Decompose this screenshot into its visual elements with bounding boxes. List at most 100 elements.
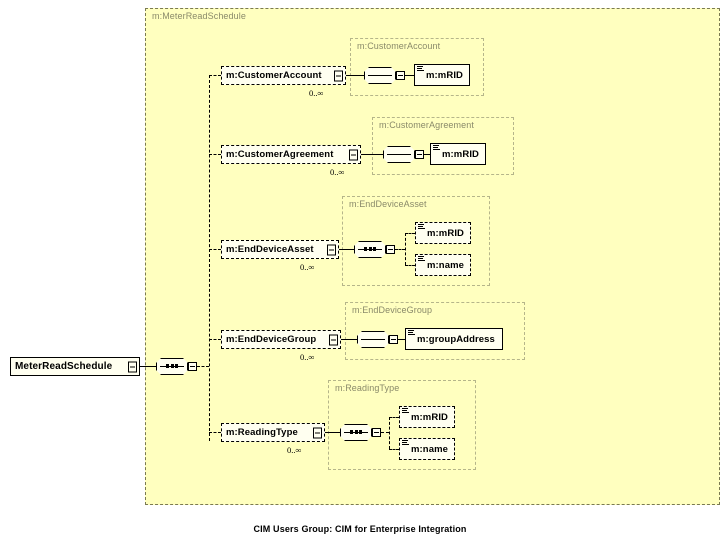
connector-branch-enddeviceasset [209,249,221,250]
element-customeraccount[interactable]: m:CustomerAccount [221,66,348,87]
schema-group-customeraccount [350,38,484,96]
sequence-stub-enddevicegroup[interactable] [389,335,398,344]
expand-toggle-icon[interactable] [313,427,322,438]
schema-group-customeragreement [372,117,514,175]
sequence-dot-icon [368,247,372,251]
simple-type-icon [402,440,409,446]
schema-group-enddeviceasset [342,196,490,286]
sequence-compositor-customeragreement [383,146,418,166]
simple-type-icon [402,408,409,414]
cardinality-enddeviceasset: 0..∞ [300,262,315,272]
cardinality-customeraccount: 0..∞ [309,88,324,98]
element-label: m:EndDeviceAsset [226,244,314,255]
sequence-compositor-enddevicegroup [357,331,392,351]
sequence-dot-icon [175,364,178,368]
simple-type-icon [433,145,440,151]
cardinality-readingtype: 0..∞ [287,445,302,455]
connector-branch-customeragreement [209,154,221,155]
attribute-customeraccount-mrid[interactable]: m:mRID [414,64,472,88]
schema-group-label-enddevicegroup: m:EndDeviceGroup [352,305,433,315]
attribute-label: m:name [427,259,465,271]
connector-enddeviceasset-fan-h [395,249,405,250]
sequence-compositor-readingtype [340,424,375,444]
element-enddeviceasset[interactable]: m:EndDeviceAsset [221,240,341,261]
sequence-bar-icon [361,339,385,340]
connector-customeragreement-to-seq [361,154,383,155]
element-enddevicegroup[interactable]: m:EndDeviceGroup [221,330,343,351]
element-readingtype[interactable]: m:ReadingType [221,423,327,444]
schema-group-label-readingtype: m:ReadingType [335,383,400,393]
connector-enddeviceasset-child-2 [405,265,415,266]
sequence-compositor-enddeviceasset [354,241,389,261]
sequence-stub-root[interactable] [188,362,197,371]
connector-enddeviceasset-fan-v [405,233,406,265]
connector-enddevicegroup-to-seq [341,339,357,340]
attribute-label: m:mRID [427,227,465,239]
root-element-label: MeterReadSchedule [15,361,113,372]
connector-customeraccount-child [405,75,414,76]
connector-readingtype-child-2 [389,449,399,450]
connector-readingtype-to-seq [325,432,340,433]
sequence-stub-customeraccount[interactable] [396,71,405,80]
sequence-dot-icon [364,247,367,251]
sequence-compositor-root [156,358,191,378]
sequence-dot-icon [350,430,353,434]
attribute-label: m:mRID [426,69,464,81]
connector-branch-readingtype [209,432,221,433]
sequence-stub-readingtype[interactable] [372,428,381,437]
attribute-enddeviceasset-mrid[interactable]: m:mRID [415,222,473,246]
schema-group-label-customeraccount: m:CustomerAccount [357,41,441,51]
sequence-dot-icon [354,430,358,434]
sequence-stub-enddeviceasset[interactable] [386,245,395,254]
connector-readingtype-fan-v [389,417,390,449]
footer-caption: CIM Users Group: CIM for Enterprise Inte… [253,524,467,534]
schema-group-label-customeragreement: m:CustomerAgreement [379,120,474,130]
expand-toggle-icon[interactable] [349,149,358,160]
attribute-label: m:groupAddress [417,333,495,345]
connector-branch-enddevicegroup [209,339,221,340]
connector-root-to-sequence [140,366,156,367]
connector-branch-customeraccount [209,75,221,76]
connector-customeraccount-to-seq [346,75,364,76]
element-label: m:CustomerAgreement [226,149,334,160]
attribute-enddevicegroup-groupaddress[interactable]: m:groupAddress [405,328,505,352]
element-customeragreement[interactable]: m:CustomerAgreement [221,145,363,166]
schema-group-label-meterreadschedule: m:MeterReadSchedule [152,11,246,21]
attribute-readingtype-mrid[interactable]: m:mRID [399,406,457,430]
sequence-dot-icon [373,247,376,251]
cardinality-customeragreement: 0..∞ [330,167,345,177]
root-element-meterreadschedule[interactable]: MeterReadSchedule [10,357,142,378]
connector-enddeviceasset-to-seq [339,249,354,250]
simple-type-icon [408,330,415,336]
attribute-readingtype-name[interactable]: m:name [399,438,457,462]
simple-type-icon [417,66,424,72]
schema-group-label-enddeviceasset: m:EndDeviceAsset [349,199,427,209]
sequence-dot-icon [359,430,362,434]
attribute-label: m:name [411,443,449,455]
connector-root-spine-h [197,366,209,367]
connector-enddevicegroup-child [398,339,405,340]
sequence-bar-icon [368,75,392,76]
simple-type-icon [418,224,425,230]
element-label: m:ReadingType [226,427,298,438]
sequence-dot-icon [166,364,169,368]
connector-root-spine-v [209,75,210,441]
expand-toggle-icon[interactable] [128,361,137,372]
simple-type-icon [418,256,425,262]
element-label: m:EndDeviceGroup [226,334,317,345]
sequence-compositor-customeraccount [364,67,399,87]
schema-group-readingtype [328,380,476,470]
connector-enddeviceasset-child-1 [405,233,415,234]
connector-readingtype-child-1 [389,417,399,418]
attribute-label: m:mRID [442,148,480,160]
expand-toggle-icon[interactable] [329,334,338,345]
expand-toggle-icon[interactable] [327,244,336,255]
expand-toggle-icon[interactable] [334,70,343,81]
sequence-stub-customeragreement[interactable] [415,150,424,159]
attribute-enddeviceasset-name[interactable]: m:name [415,254,473,278]
cardinality-enddevicegroup: 0..∞ [300,352,315,362]
attribute-customeragreement-mrid[interactable]: m:mRID [430,143,488,167]
connector-readingtype-fan-h [381,432,389,433]
schema-group-enddevicegroup [345,302,525,360]
